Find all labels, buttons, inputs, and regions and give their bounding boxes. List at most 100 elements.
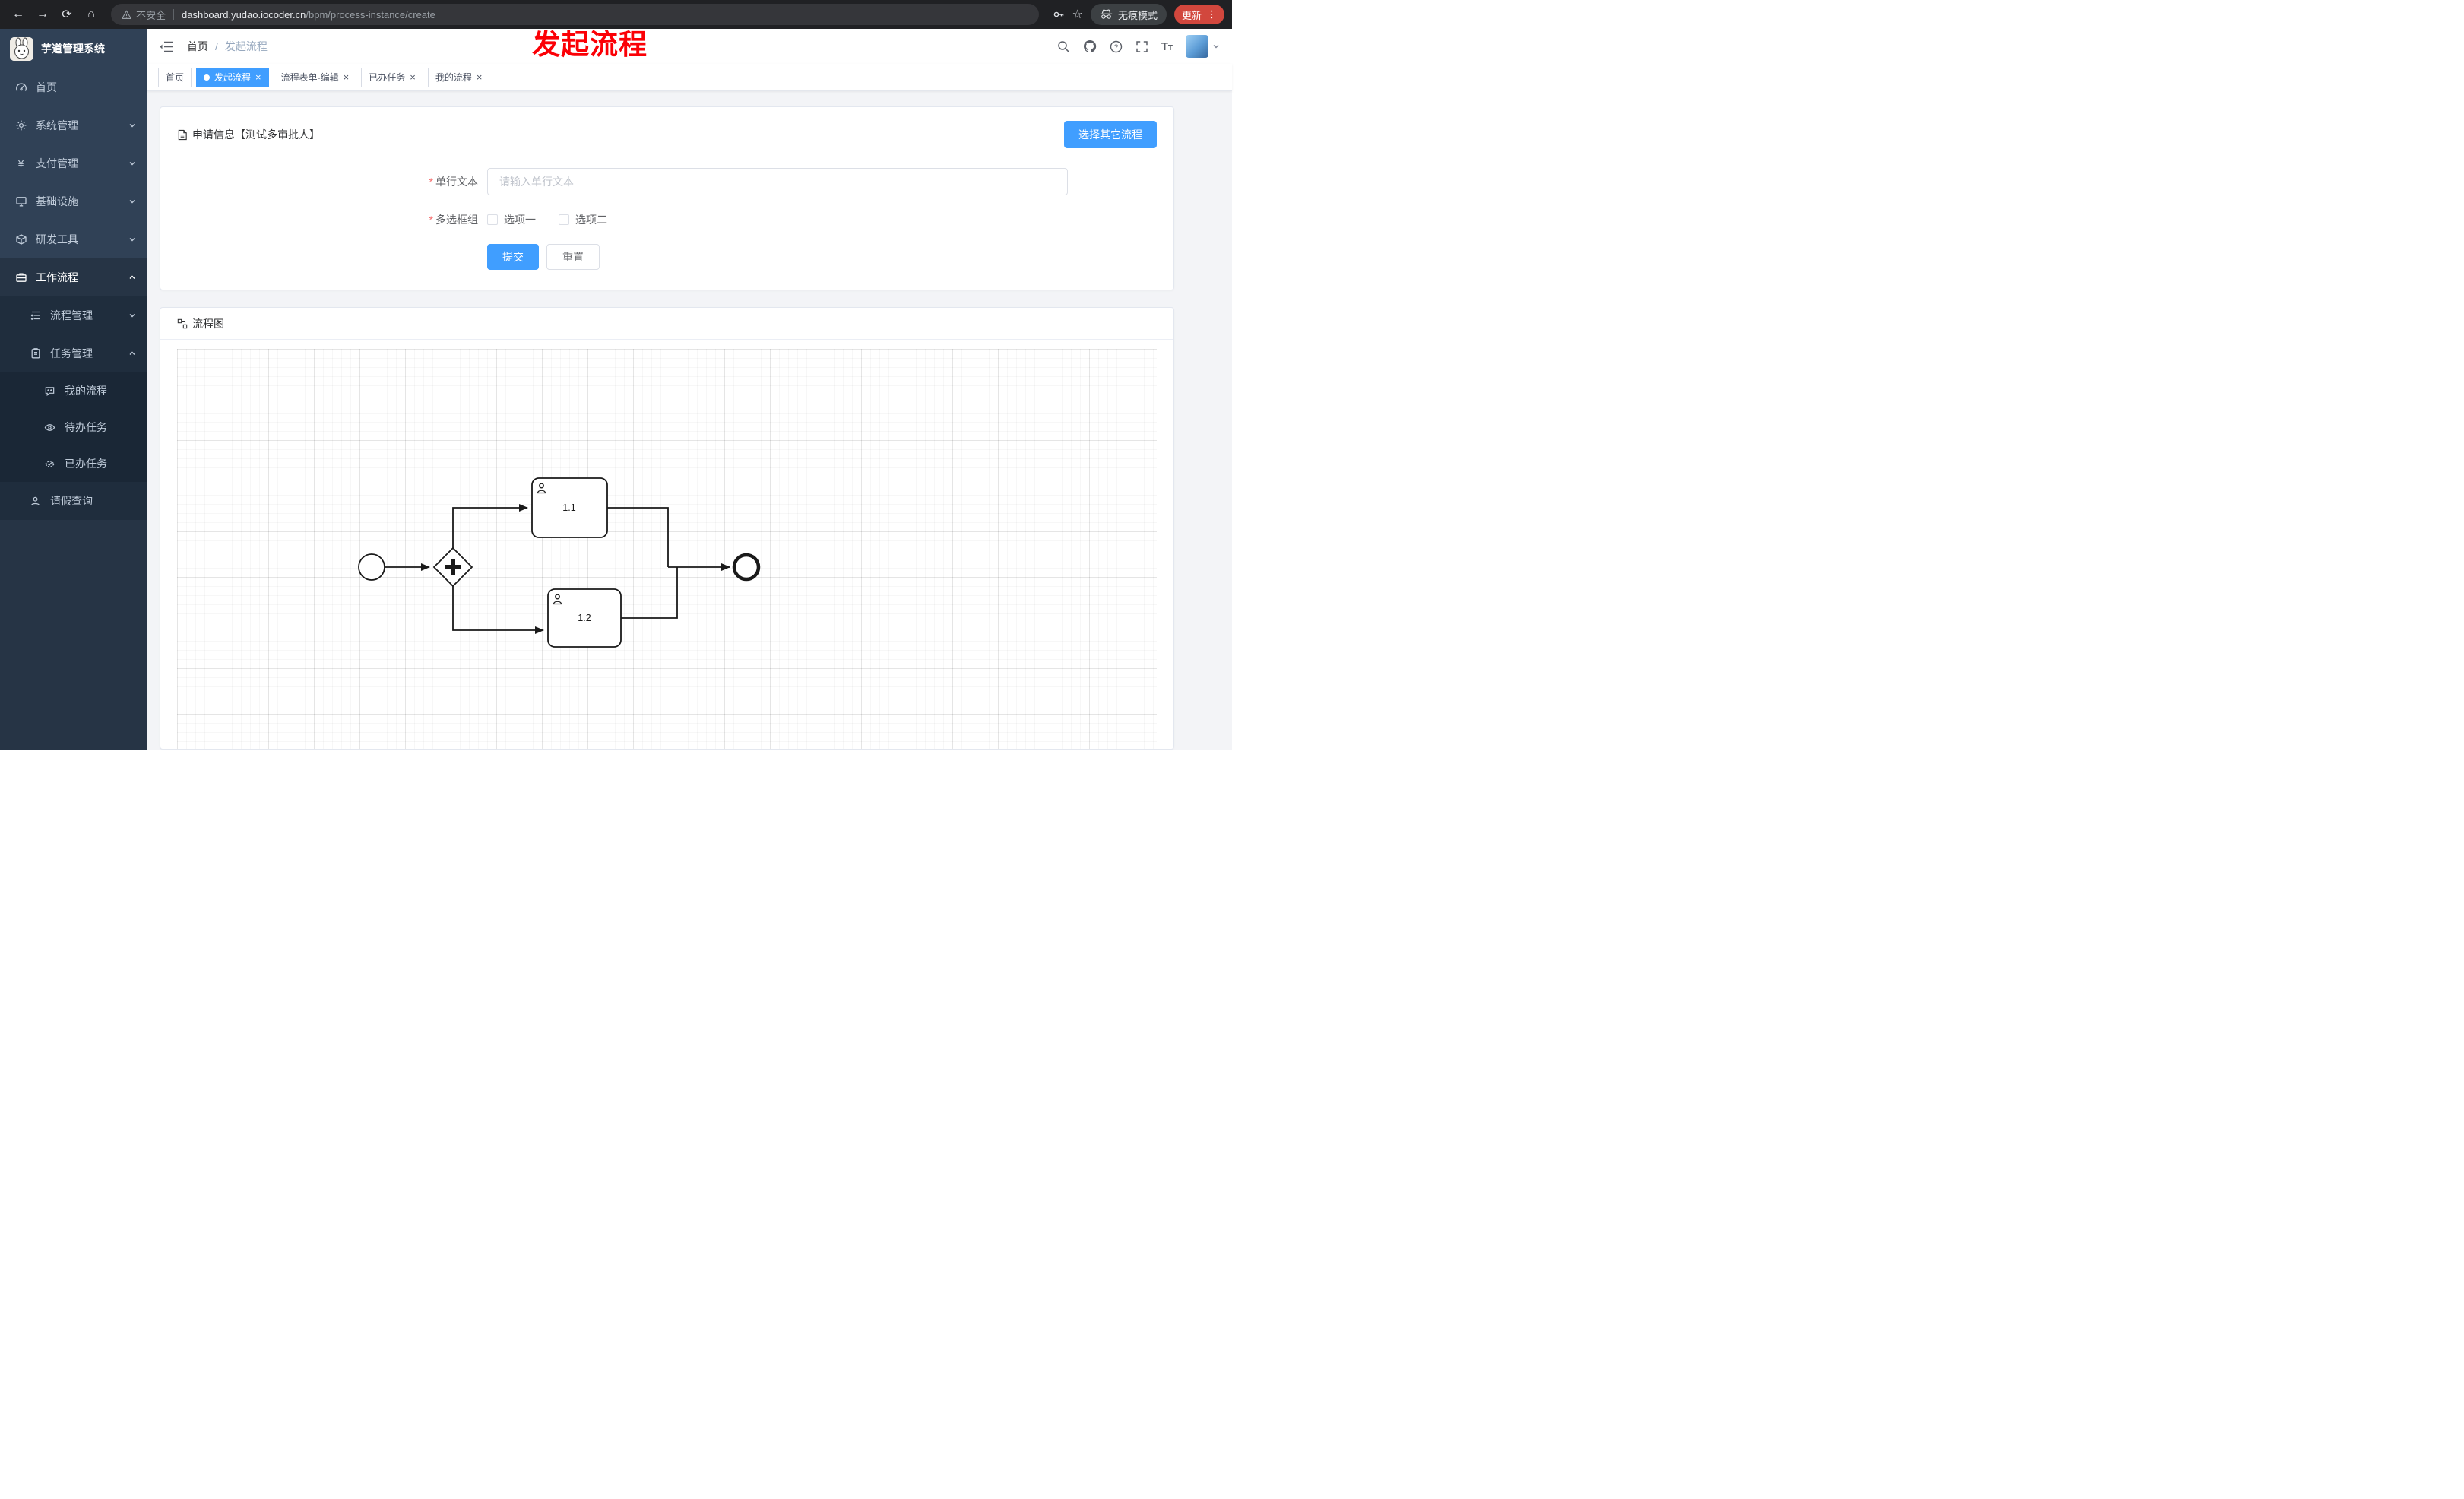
reset-button[interactable]: 重置 xyxy=(546,244,600,270)
bpmn-canvas[interactable]: 1.1 1.2 xyxy=(177,349,1157,749)
chevron-down-icon xyxy=(128,198,136,205)
sidebar-item-system-management[interactable]: 系统管理 xyxy=(0,106,147,144)
checkbox-option-2[interactable]: 选项二 xyxy=(559,212,607,227)
select-other-process-button[interactable]: 选择其它流程 xyxy=(1064,121,1157,148)
flow-task2-out[interactable] xyxy=(621,567,678,619)
sidebar-item-infrastructure[interactable]: 基础设施 xyxy=(0,182,147,220)
chrome-right-controls: ☆ 无痕模式 更新 ⋮ xyxy=(1048,4,1224,25)
single-line-text-input[interactable] xyxy=(487,168,1068,195)
flow-gateway-to-task1[interactable] xyxy=(452,504,528,548)
bookmark-star-button[interactable]: ☆ xyxy=(1072,7,1083,22)
warning-icon xyxy=(122,10,131,19)
sidebar-item-payment-management[interactable]: ¥ 支付管理 xyxy=(0,144,147,182)
user-task-icon xyxy=(537,483,546,494)
tab-label: 首页 xyxy=(166,72,185,83)
user-menu[interactable] xyxy=(1186,35,1220,58)
flow-task1-out[interactable] xyxy=(607,507,669,567)
sidebar: 芋道管理系统 首页 系统管理 ¥ 支付管理 基础设施 研发工具 xyxy=(0,29,147,750)
fullscreen-button[interactable] xyxy=(1135,40,1148,53)
question-icon: ? xyxy=(1110,40,1122,52)
sidebar-empty-area xyxy=(0,520,147,750)
bpmn-user-task-2[interactable]: 1.2 xyxy=(547,588,622,648)
clipboard-icon xyxy=(29,347,42,360)
font-size-icon: T xyxy=(1161,40,1168,53)
password-key-button[interactable] xyxy=(1053,8,1065,21)
sidebar-item-task-management[interactable]: 任务管理 xyxy=(0,334,147,372)
sidebar-item-my-processes[interactable]: 我的流程 xyxy=(0,372,147,409)
sidebar-item-pending-tasks[interactable]: 待办任务 xyxy=(0,409,147,445)
app-logo[interactable]: 芋道管理系统 xyxy=(0,29,147,68)
checkbox-label: 选项二 xyxy=(575,214,607,226)
sidebar-item-label: 待办任务 xyxy=(65,421,107,433)
sidebar-item-workflow[interactable]: 工作流程 xyxy=(0,258,147,296)
flow-gateway-to-task2[interactable] xyxy=(452,586,544,634)
monitor-icon xyxy=(14,195,27,208)
svg-text:?: ? xyxy=(1114,43,1118,52)
search-button[interactable] xyxy=(1057,40,1070,53)
tab-label: 流程表单-编辑 xyxy=(280,72,339,83)
tab-create-process[interactable]: 发起流程 × xyxy=(196,67,269,87)
bpmn-user-task-1[interactable]: 1.1 xyxy=(531,477,608,538)
checkbox-group-label: *多选框组 xyxy=(429,214,478,226)
close-icon[interactable]: × xyxy=(410,71,416,83)
browser-update-button[interactable]: 更新 ⋮ xyxy=(1173,5,1224,24)
tab-home[interactable]: 首页 xyxy=(158,67,192,87)
incognito-badge: 无痕模式 xyxy=(1090,4,1167,25)
checkbox-icon xyxy=(559,214,569,225)
bpmn-end-event[interactable] xyxy=(732,553,761,582)
flow-icon xyxy=(177,318,188,328)
bpmn-parallel-gateway[interactable] xyxy=(432,547,473,588)
tab-done-tasks[interactable]: 已办任务 × xyxy=(361,67,423,87)
bpmn-start-event[interactable] xyxy=(358,553,385,581)
close-icon[interactable]: × xyxy=(343,71,350,83)
sidebar-item-leave-query[interactable]: 请假查询 xyxy=(0,482,147,520)
github-icon xyxy=(1083,40,1096,52)
home-icon: ⌂ xyxy=(87,8,95,21)
sidebar-item-process-management[interactable]: 流程管理 xyxy=(0,296,147,334)
security-warning[interactable]: 不安全 xyxy=(122,8,166,22)
github-button[interactable] xyxy=(1083,40,1097,53)
chevron-down-icon xyxy=(128,122,136,129)
breadcrumb-home[interactable]: 首页 xyxy=(187,40,208,52)
tab-process-form-edit[interactable]: 流程表单-编辑 × xyxy=(273,67,357,87)
sidebar-item-label: 流程管理 xyxy=(50,309,93,322)
chevron-up-icon xyxy=(128,350,136,357)
sidebar-item-home[interactable]: 首页 xyxy=(0,68,147,106)
sidebar-item-label: 支付管理 xyxy=(36,157,78,170)
security-label: 不安全 xyxy=(136,9,166,21)
browser-home-button[interactable]: ⌂ xyxy=(81,4,102,25)
address-bar[interactable]: 不安全 dashboard.yudao.iocoder.cn /bpm/proc… xyxy=(111,4,1039,25)
sidebar-item-label: 请假查询 xyxy=(50,495,93,507)
close-icon[interactable]: × xyxy=(476,71,483,83)
page-content: 申请信息【测试多审批人】 选择其它流程 *单行文本 *多选框组 xyxy=(147,91,1232,750)
tab-label: 已办任务 xyxy=(369,72,406,83)
task-label: 1.2 xyxy=(578,613,591,623)
sidebar-item-label: 任务管理 xyxy=(50,347,93,360)
process-form: *单行文本 *多选框组 选项一 选项二 xyxy=(396,168,1157,270)
browser-back-button[interactable]: ← xyxy=(8,4,29,25)
browser-reload-button[interactable]: ⟳ xyxy=(56,4,78,25)
sidebar-collapse-button[interactable] xyxy=(159,40,174,53)
flow-card-header: 流程图 xyxy=(160,308,1173,340)
tab-my-processes[interactable]: 我的流程 × xyxy=(427,67,490,87)
checkbox-option-1[interactable]: 选项一 xyxy=(487,212,536,227)
text-field-row: *单行文本 xyxy=(396,168,1157,195)
close-icon[interactable]: × xyxy=(255,71,261,83)
help-button[interactable]: ? xyxy=(1110,40,1123,53)
sidebar-item-dev-tools[interactable]: 研发工具 xyxy=(0,220,147,258)
submit-button[interactable]: 提交 xyxy=(487,244,539,270)
tags-view-bar: 首页 发起流程 × 流程表单-编辑 × 已办任务 × 我的流程 × xyxy=(147,64,1232,91)
key-icon xyxy=(1053,11,1063,17)
browser-chrome: ← → ⟳ ⌂ 不安全 dashboard.yudao.iocoder.cn /… xyxy=(0,0,1232,29)
document-icon xyxy=(178,129,187,140)
form-card-title: 申请信息【测试多审批人】 xyxy=(192,128,320,141)
app-title: 芋道管理系统 xyxy=(41,43,105,55)
sidebar-item-done-tasks[interactable]: 已办任务 xyxy=(0,445,147,482)
browser-forward-button[interactable]: → xyxy=(32,4,53,25)
required-mark: * xyxy=(429,176,433,188)
sidebar-item-label: 基础设施 xyxy=(36,195,78,208)
yen-icon: ¥ xyxy=(17,157,24,170)
chevron-down-icon xyxy=(128,236,136,243)
